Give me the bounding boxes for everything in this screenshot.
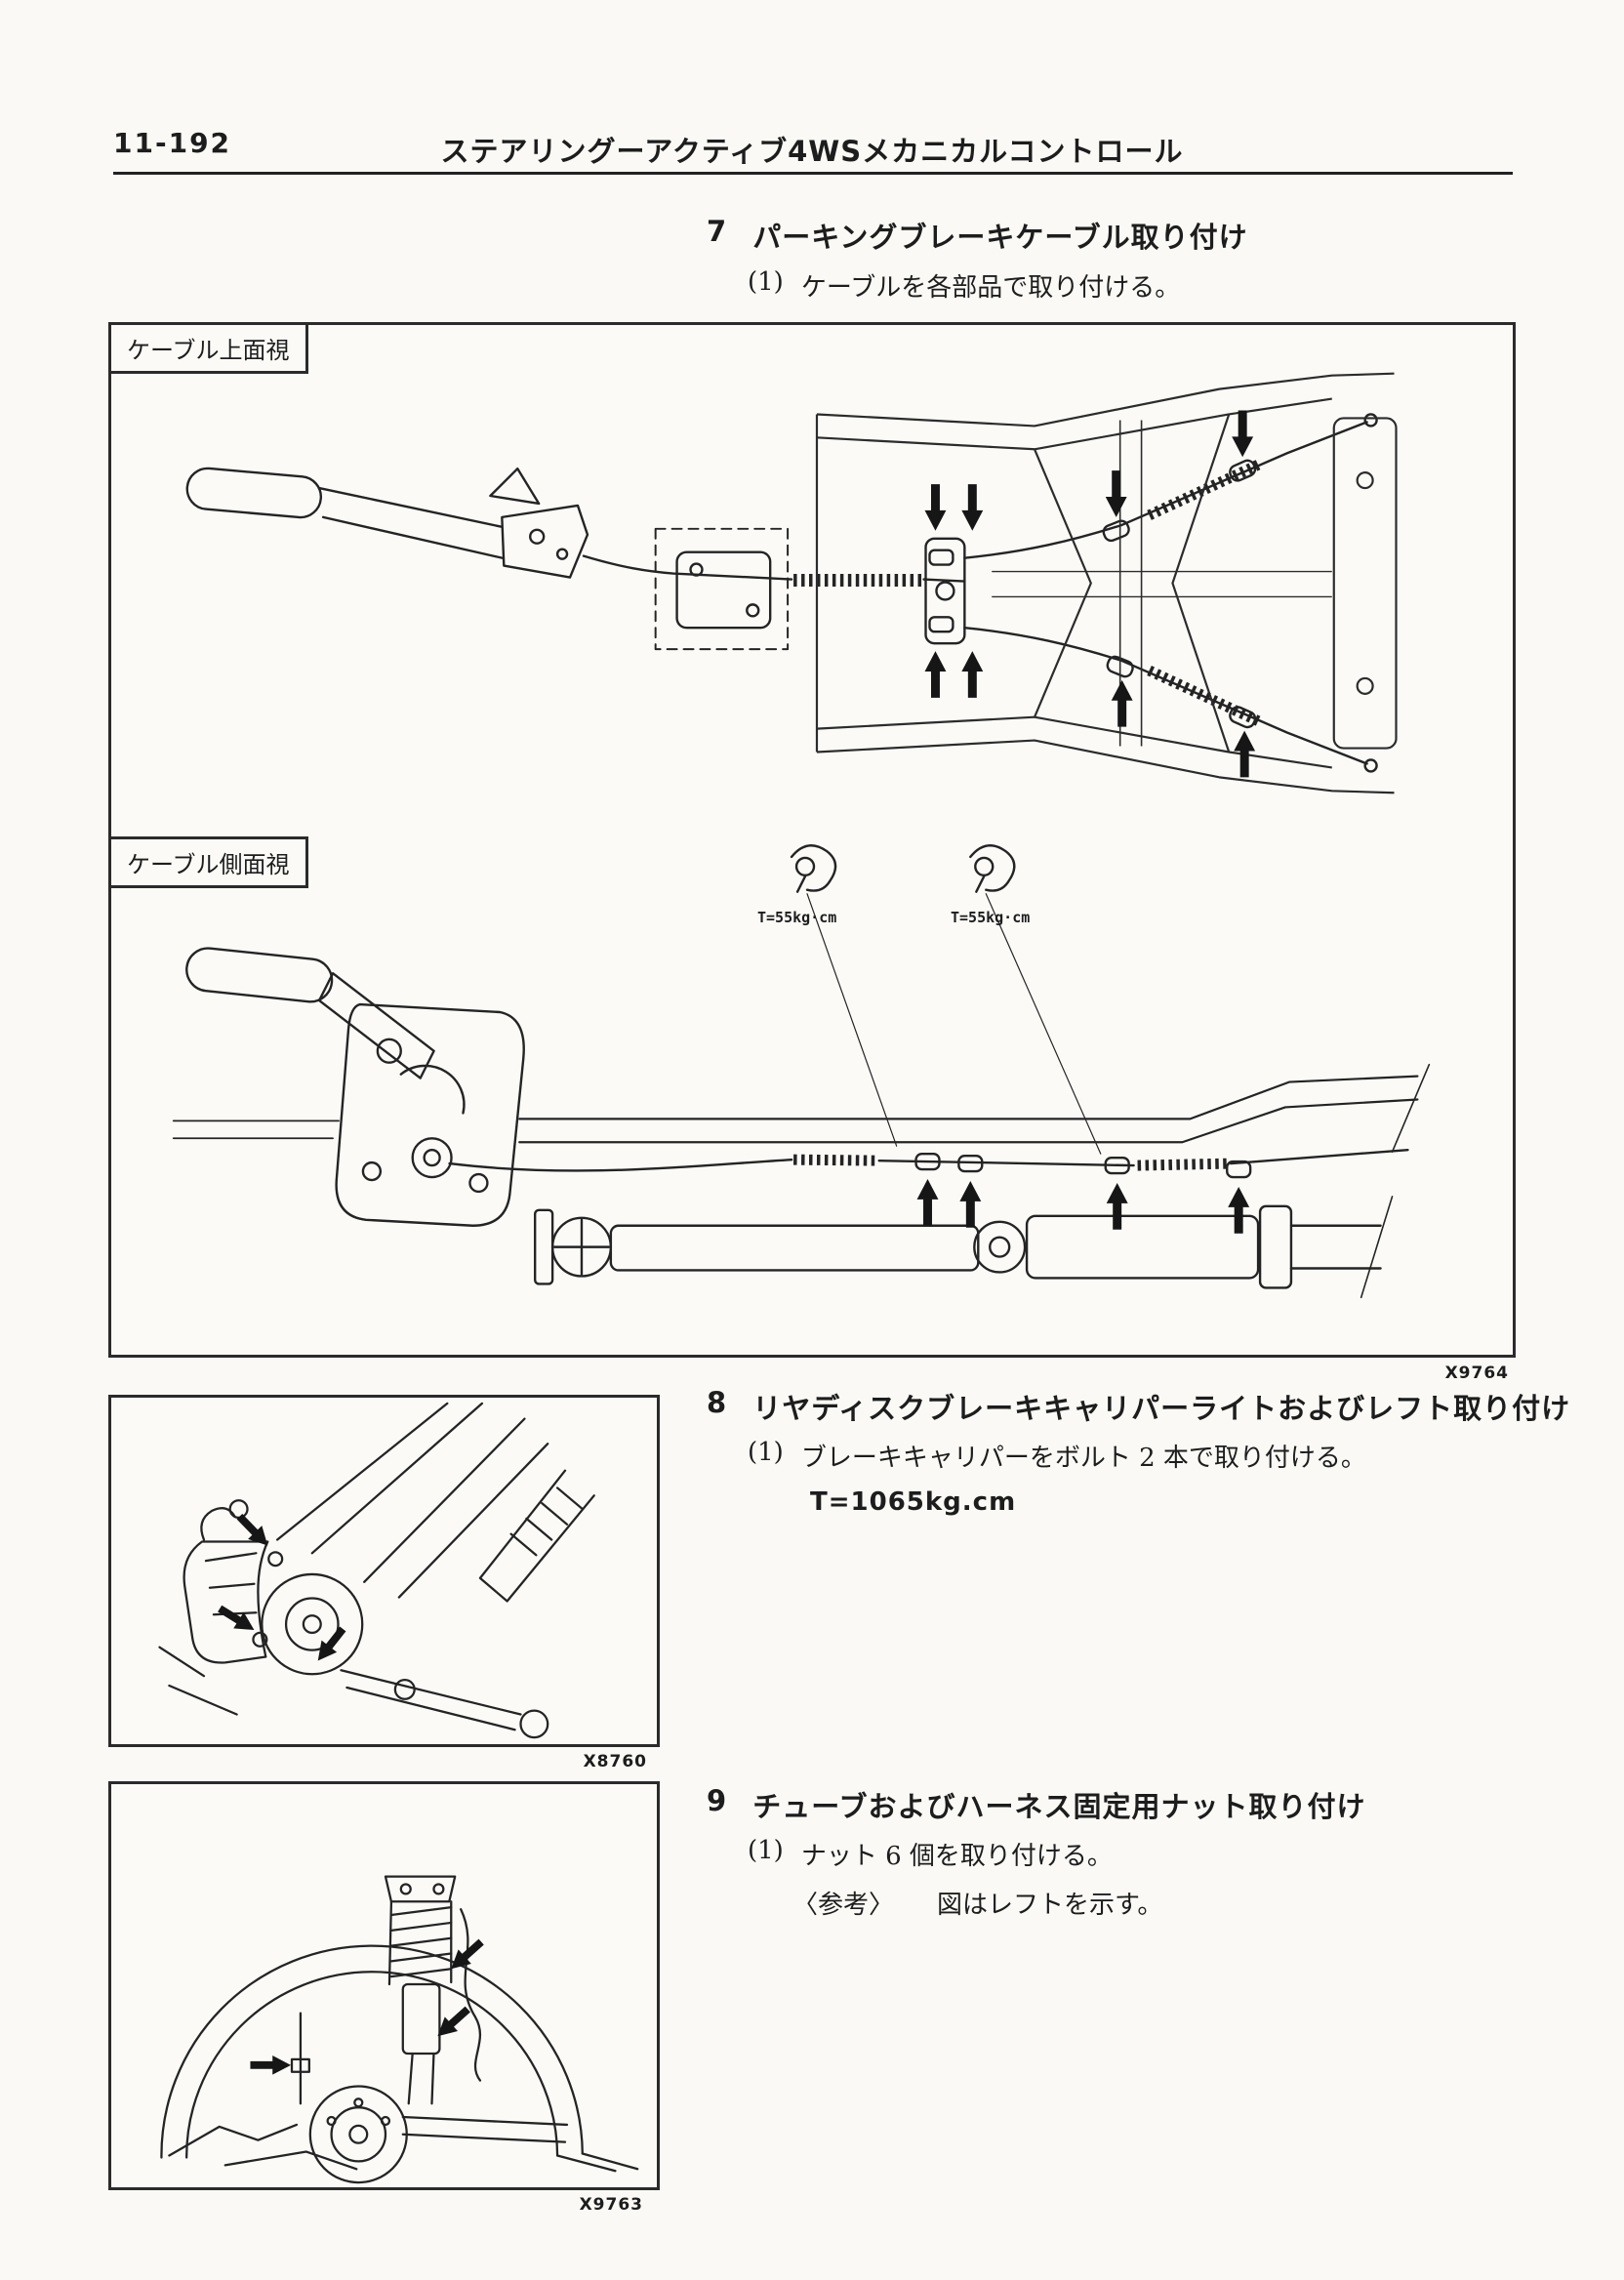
parking-brake-grip	[185, 467, 323, 519]
brake-caliper	[183, 1499, 284, 1664]
top-view-label: ケーブル上面視	[111, 325, 308, 374]
figure-id-x8760: X8760	[583, 1752, 647, 1771]
fixing-nut	[290, 2057, 310, 2073]
driveshaft	[533, 1196, 1394, 1299]
wheelhouse-drawing	[160, 1875, 639, 2184]
caliper-bolt-upper	[267, 1551, 284, 1568]
section-9-heading: 9 チューブおよびハーネス固定用ナット取り付け	[707, 1784, 1365, 1825]
section-8-heading: 8 リヤディスクブレーキキャリパーライトおよびレフト取り付け	[707, 1386, 1570, 1427]
note-text: 図はレフトを示す。	[937, 1891, 1163, 1920]
wheelhouse-figure-drawing	[160, 1875, 639, 2184]
header-rule	[113, 172, 1513, 175]
clamp-arrows-side-view	[916, 1179, 1250, 1234]
wheelhouse-figure	[108, 1781, 660, 2190]
cable-figure-drawing	[172, 372, 1431, 1299]
cable-clip-detail-right	[969, 844, 1016, 893]
parking-brake-grip-side	[185, 947, 334, 1003]
page-title: ステアリングーアクティブ4WSメカニカルコントロール	[440, 135, 1184, 168]
step-number: (1)	[748, 1836, 784, 1865]
section-7-title: パーキングブレーキケーブル取り付け	[752, 221, 1248, 254]
clamp-arrows-top-view	[924, 410, 1256, 778]
cable-clamp	[1106, 655, 1134, 678]
caliper-figure	[108, 1395, 660, 1747]
side-view-drawing	[172, 844, 1431, 1299]
cable-clamp	[1229, 459, 1257, 482]
rear-suspension-drawing	[158, 1402, 595, 1739]
section-9-step-1: (1) ナット 6 個を取り付ける。	[748, 1836, 1113, 1872]
cable-clamp	[1102, 519, 1130, 543]
section-8-step-1: (1) ブレーキキャリパーをボルト 2 本で取り付ける。	[748, 1438, 1366, 1474]
top-view-drawing	[185, 413, 1378, 773]
shock-absorber	[384, 1875, 457, 2105]
cable-clamp	[914, 1152, 941, 1171]
cable-clamp	[1104, 1156, 1130, 1175]
figure-id-x9763: X9763	[579, 2195, 643, 2215]
cable-housings-side-view	[793, 1154, 1230, 1171]
harness-line	[460, 1908, 482, 2082]
caliper-figure-drawing	[158, 1402, 595, 1739]
page-number: 11-192	[113, 127, 232, 159]
section-7-heading: 7 パーキングブレーキケーブル取り付け	[707, 215, 1248, 256]
lever-mount-plate	[335, 1002, 525, 1227]
section-7-step-1: (1) ケーブルを各部品で取り付ける。	[748, 267, 1180, 304]
caliper-torque-spec: T=1065kg.cm	[810, 1487, 1017, 1517]
side-view-label: ケーブル側面視	[111, 836, 308, 888]
cable-clamp	[1226, 1160, 1252, 1179]
step-number: (1)	[748, 1438, 784, 1467]
step-text: ブレーキキャリパーをボルト 2 本で取り付ける。	[800, 1444, 1366, 1473]
step-number: (1)	[748, 267, 784, 297]
caliper-bolt-arrows	[214, 1509, 351, 1667]
section-9-number: 9	[707, 1784, 728, 1817]
step-text: ナット 6 個を取り付ける。	[800, 1842, 1113, 1871]
cable-clamp	[957, 1154, 984, 1173]
cable-housings-top-view	[793, 460, 1261, 726]
cable-routing-figure: ケーブル上面視 ケーブル側面視 T=55kg·cm T=55kg·cm	[108, 322, 1516, 1358]
caliper-bolt-lower	[252, 1631, 268, 1648]
cable-equalizer	[924, 537, 966, 645]
torque-label-right: T=55kg·cm	[951, 909, 1031, 926]
section-9-note: 〈参考〉 図はレフトを示す。	[792, 1885, 1162, 1921]
section-8-title: リヤディスクブレーキキャリパーライトおよびレフト取り付け	[752, 1392, 1571, 1425]
cable-bracket-outline	[654, 527, 790, 651]
section-9-title: チューブおよびハーネス固定用ナット取り付け	[752, 1790, 1366, 1823]
step-text: ケーブルを各部品で取り付ける。	[800, 273, 1181, 303]
section-8-number: 8	[707, 1386, 728, 1419]
torque-label-left: T=55kg·cm	[757, 909, 837, 926]
note-label: 〈参考〉	[792, 1891, 895, 1920]
figure-id-x9764: X9764	[1444, 1364, 1509, 1383]
section-7-number: 7	[707, 215, 728, 248]
cable-clip-detail-left	[790, 844, 837, 893]
rear-frame-top-view	[815, 372, 1398, 794]
